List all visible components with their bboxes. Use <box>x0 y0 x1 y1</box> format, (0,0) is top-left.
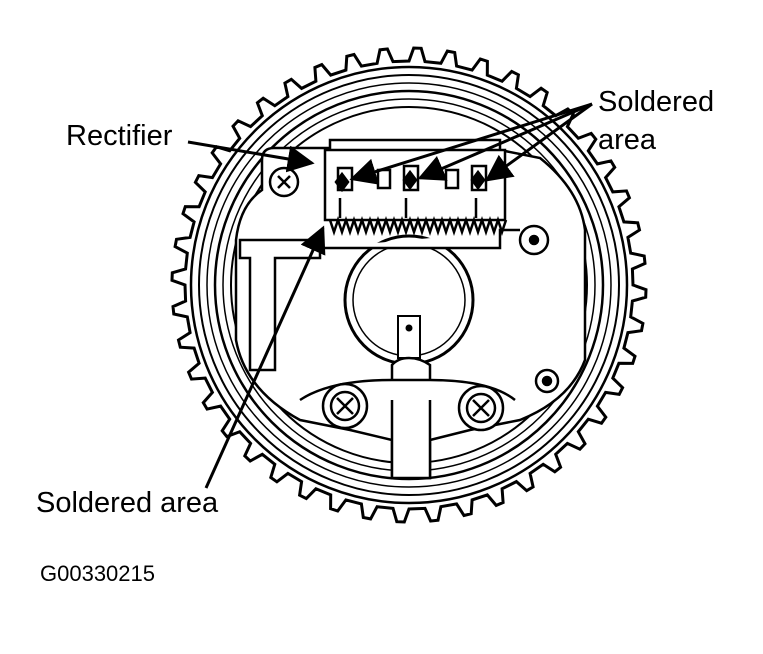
soldered-arrow-1 <box>349 102 593 185</box>
rectifier-label: Rectifier <box>66 120 173 152</box>
soldered-area-label-bottom: Soldered area <box>36 487 219 519</box>
soldered-arrow-3 <box>484 102 593 182</box>
rotor-housing <box>343 234 475 366</box>
rectifier-arrow <box>187 140 315 173</box>
rectifier-assembly <box>323 148 508 236</box>
mounting-bolts <box>268 166 560 432</box>
brush-holder <box>238 228 520 480</box>
soldered-arrow-2 <box>417 102 593 181</box>
figure-code: G00330215 <box>40 561 155 586</box>
rectifier-fins <box>328 216 508 236</box>
soldered-area-label-top-line1: Soldered <box>598 86 715 118</box>
soldered-arrow-bottom <box>204 225 326 489</box>
leader-lines <box>187 102 593 489</box>
soldered-area-label-top-line2: area <box>598 124 657 156</box>
